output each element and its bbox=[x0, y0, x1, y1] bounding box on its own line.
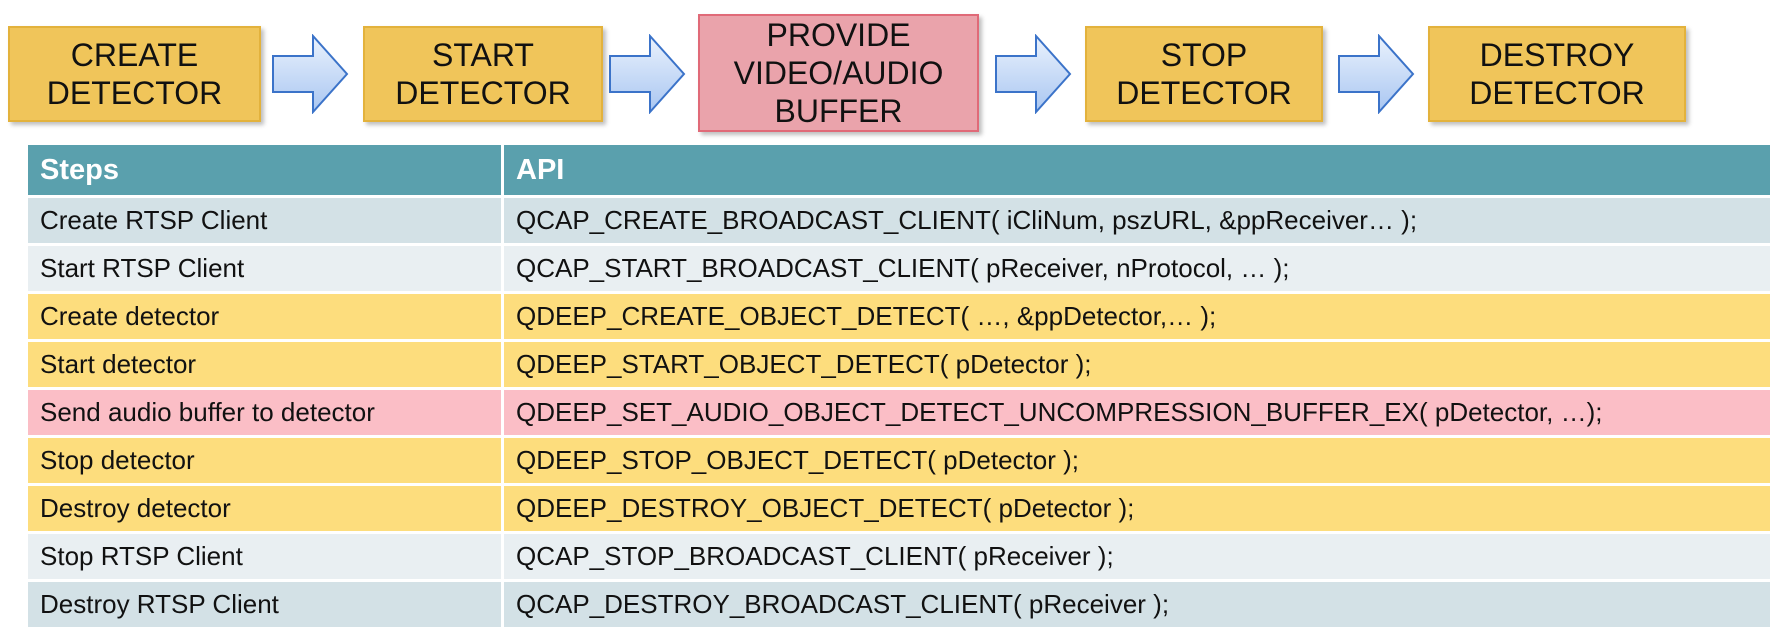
api-cell: QDEEP_SET_AUDIO_OBJECT_DETECT_UNCOMPRESS… bbox=[504, 387, 1770, 435]
flow-step-label: DESTROY DETECTOR bbox=[1469, 37, 1645, 111]
table-row: Destroy RTSP Client QCAP_DESTROY_BROADCA… bbox=[28, 579, 1770, 627]
api-cell: QDEEP_STOP_OBJECT_DETECT( pDetector ); bbox=[504, 435, 1770, 483]
table-row: Send audio buffer to detector QDEEP_SET_… bbox=[28, 387, 1770, 435]
column-header-steps: Steps bbox=[28, 145, 504, 195]
table-row: Stop RTSP Client QCAP_STOP_BROADCAST_CLI… bbox=[28, 531, 1770, 579]
table-row: Start RTSP Client QCAP_START_BROADCAST_C… bbox=[28, 243, 1770, 291]
api-cell: QDEEP_DESTROY_OBJECT_DETECT( pDetector )… bbox=[504, 483, 1770, 531]
table-row: Start detector QDEEP_START_OBJECT_DETECT… bbox=[28, 339, 1770, 387]
flow-step-provide-buffer: PROVIDE VIDEO/AUDIO BUFFER bbox=[698, 14, 979, 132]
step-cell: Destroy detector bbox=[28, 483, 504, 531]
table-row: Create detector QDEEP_CREATE_OBJECT_DETE… bbox=[28, 291, 1770, 339]
flow-step-destroy-detector: DESTROY DETECTOR bbox=[1428, 26, 1686, 122]
step-cell: Create detector bbox=[28, 291, 504, 339]
table-row: Destroy detector QDEEP_DESTROY_OBJECT_DE… bbox=[28, 483, 1770, 531]
flow-step-label: START DETECTOR bbox=[395, 37, 571, 111]
api-cell: QDEEP_CREATE_OBJECT_DETECT( …, &ppDetect… bbox=[504, 291, 1770, 339]
step-cell: Start RTSP Client bbox=[28, 243, 504, 291]
right-arrow-icon bbox=[1338, 34, 1415, 114]
flow-step-stop-detector: STOP DETECTOR bbox=[1085, 26, 1323, 122]
table-row: Stop detector QDEEP_STOP_OBJECT_DETECT( … bbox=[28, 435, 1770, 483]
step-cell: Stop detector bbox=[28, 435, 504, 483]
api-cell: QCAP_STOP_BROADCAST_CLIENT( pReceiver ); bbox=[504, 531, 1770, 579]
step-cell: Stop RTSP Client bbox=[28, 531, 504, 579]
step-cell: Start detector bbox=[28, 339, 504, 387]
flow-step-label: CREATE DETECTOR bbox=[46, 37, 223, 111]
step-cell: Destroy RTSP Client bbox=[28, 579, 504, 627]
step-cell: Create RTSP Client bbox=[28, 195, 504, 243]
right-arrow-icon bbox=[609, 34, 686, 114]
right-arrow-icon bbox=[272, 34, 349, 114]
flow-step-label: STOP DETECTOR bbox=[1116, 37, 1292, 111]
api-cell: QCAP_CREATE_BROADCAST_CLIENT( iCliNum, p… bbox=[504, 195, 1770, 243]
api-cell: QDEEP_START_OBJECT_DETECT( pDetector ); bbox=[504, 339, 1770, 387]
column-header-api: API bbox=[504, 145, 1770, 195]
api-cell: QCAP_START_BROADCAST_CLIENT( pReceiver, … bbox=[504, 243, 1770, 291]
api-cell: QCAP_DESTROY_BROADCAST_CLIENT( pReceiver… bbox=[504, 579, 1770, 627]
api-table: Steps API Create RTSP Client QCAP_CREATE… bbox=[28, 145, 1770, 627]
flow-step-start-detector: START DETECTOR bbox=[363, 26, 603, 122]
right-arrow-icon bbox=[995, 34, 1072, 114]
table-row: Create RTSP Client QCAP_CREATE_BROADCAST… bbox=[28, 195, 1770, 243]
flow-step-label: PROVIDE VIDEO/AUDIO BUFFER bbox=[733, 17, 944, 129]
table-header-row: Steps API bbox=[28, 145, 1770, 195]
flow-step-create-detector: CREATE DETECTOR bbox=[8, 26, 261, 122]
step-cell: Send audio buffer to detector bbox=[28, 387, 504, 435]
